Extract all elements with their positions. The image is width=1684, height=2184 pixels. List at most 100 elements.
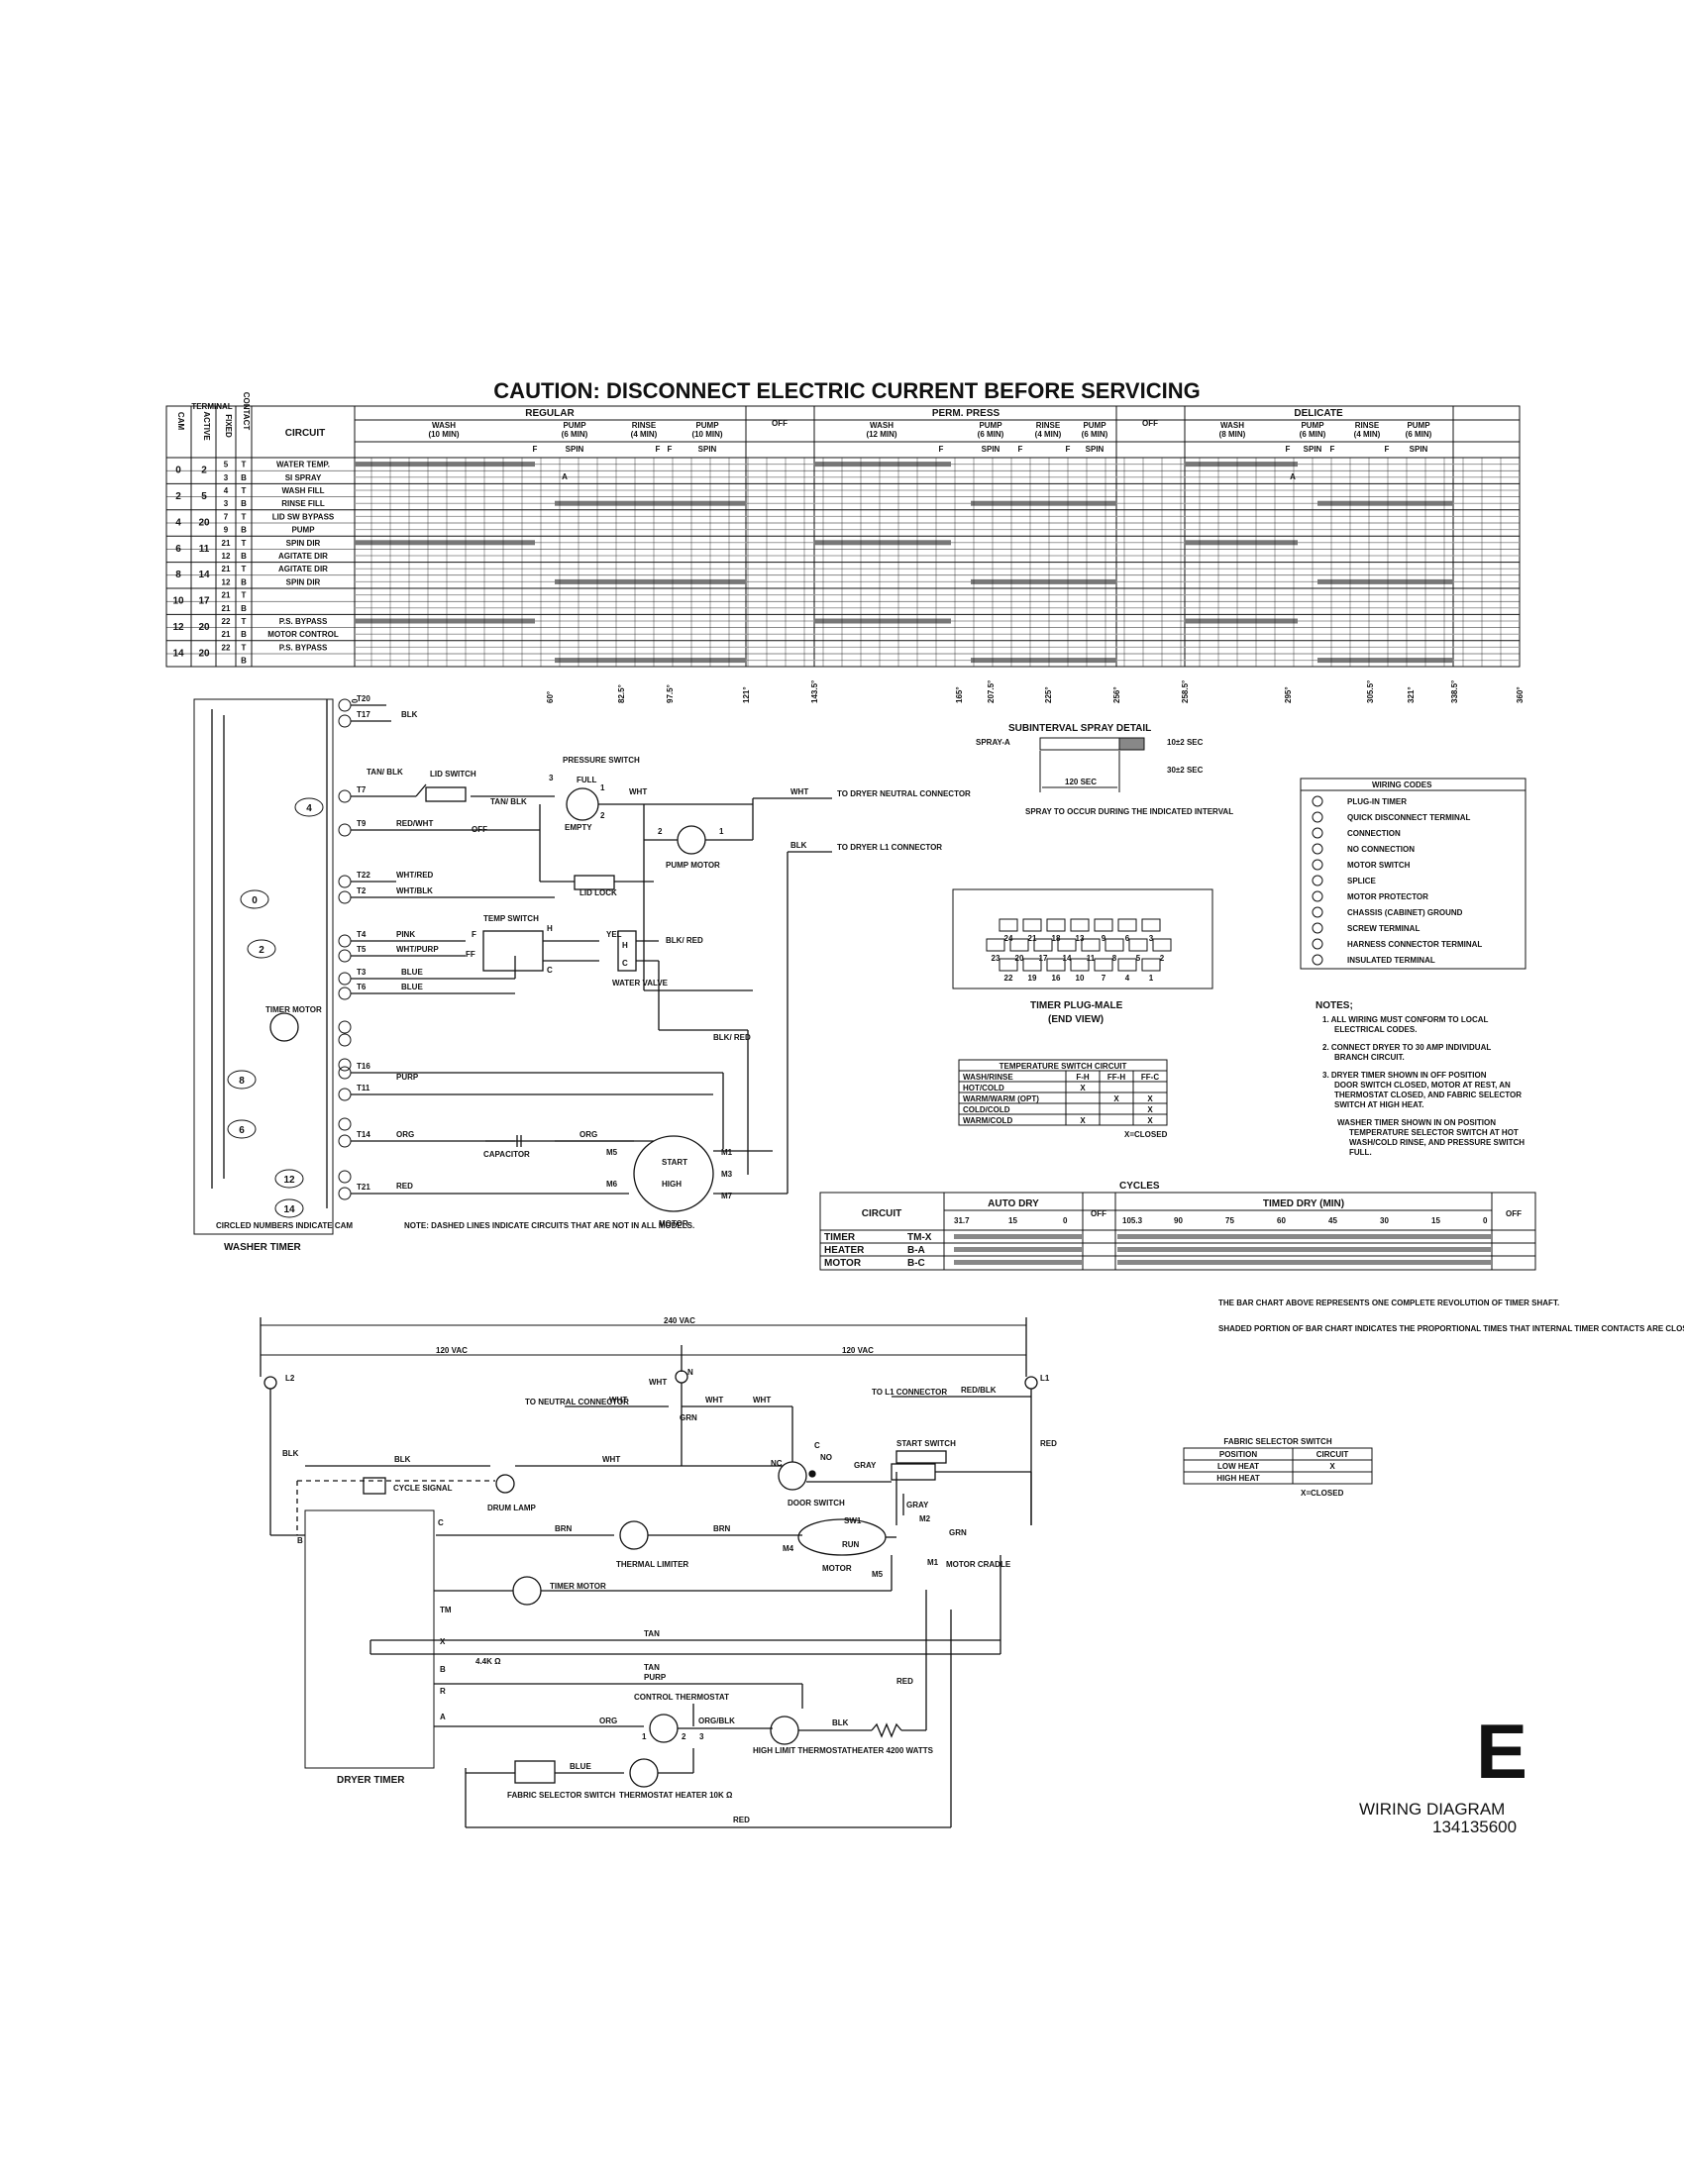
motor-label: MOTOR: [659, 1219, 688, 1228]
degree-label: 225°: [1044, 686, 1053, 703]
code-symbol-icon: [1312, 906, 1323, 918]
door-switch-label: DOOR SWITCH: [788, 1499, 845, 1508]
temp-cell: X: [1080, 1084, 1086, 1092]
terminal-circle: [338, 714, 352, 728]
org-label: ORG: [599, 1716, 617, 1725]
plug-pin: [999, 958, 1018, 972]
wire-tan-blk-2: TAN/ BLK: [490, 797, 527, 806]
code-label: CHASSIS (CABINET) GROUND: [1347, 908, 1463, 917]
f-label: F: [656, 445, 661, 454]
row-contact: T: [242, 565, 247, 573]
plug-pin: [986, 938, 1005, 952]
pin-m1: M1: [721, 1148, 733, 1157]
temp-cell: FF-C: [1141, 1073, 1159, 1082]
f-label: F: [1385, 445, 1390, 454]
terminal-circle: [338, 949, 352, 963]
temp-cell: WARM/COLD: [963, 1116, 1012, 1125]
pin-2: 2: [600, 811, 605, 820]
bar-segment: [355, 618, 535, 624]
fabric-cell: LOW HEAT: [1217, 1462, 1259, 1471]
cycles-off: OFF: [1091, 1209, 1106, 1218]
dryer-labels: 240 VAC 120 VAC 120 VAC L2 N L1 TO NEUTR…: [282, 1316, 1057, 1824]
terminal-circle: [338, 1170, 352, 1184]
plug-pin-label: 14: [1063, 954, 1072, 963]
note-line: FULL.: [1349, 1148, 1372, 1157]
capacitor-label: CAPACITOR: [483, 1150, 530, 1159]
high-label: HIGH: [662, 1180, 682, 1189]
wire-purp: PURP: [396, 1073, 419, 1082]
cam-number: 12: [283, 1175, 295, 1186]
plug-pin: [1105, 938, 1124, 952]
caution-title: CAUTION: DISCONNECT ELECTRIC CURRENT BEF…: [493, 378, 1200, 403]
start-label: START: [662, 1158, 687, 1167]
code-symbol-icon: [1312, 811, 1323, 823]
wht-main: WHT: [602, 1455, 620, 1464]
footer-number: 134135600: [1432, 1818, 1517, 1836]
v240: 240 VAC: [664, 1316, 695, 1325]
group-perm-press: PERM. PRESS: [932, 408, 1000, 419]
row-contact: B: [241, 657, 247, 666]
row-fixed: 5: [224, 461, 229, 469]
tan-1: TAN: [644, 1629, 660, 1638]
plug-pin: [1033, 938, 1053, 952]
cycles-row-name: MOTOR: [824, 1258, 862, 1269]
cam-number: 0: [252, 895, 258, 906]
temp-cell: WASH/RINSE: [963, 1073, 1013, 1082]
cycles-bar: [954, 1234, 1083, 1239]
bar-segment: [971, 578, 1116, 584]
row-contact: T: [242, 486, 247, 495]
f-label: F: [1066, 445, 1071, 454]
terminal-label: T6: [357, 983, 367, 991]
temp-cell: FF-H: [1107, 1073, 1125, 1082]
red-2: RED: [896, 1677, 913, 1686]
group-delicate: DELICATE: [1294, 408, 1343, 419]
pin-1: 1: [600, 783, 605, 792]
cycles-timed-tick: 60: [1277, 1216, 1286, 1225]
temp-cell: COLD/COLD: [963, 1105, 1010, 1114]
row-circuit: LID SW BYPASS: [272, 512, 335, 521]
dashed-note: NOTE: DASHED LINES INDICATE CIRCUITS THA…: [404, 1221, 694, 1230]
bar-segment: [814, 462, 951, 468]
dryer-timer-title: DRYER TIMER: [337, 1775, 405, 1786]
cycles-auto-tick: 31.7: [954, 1216, 970, 1225]
note-line: SWITCH AT HIGH HEAT.: [1334, 1100, 1424, 1109]
row-contact: B: [241, 577, 247, 586]
purp-label: PURP: [644, 1673, 667, 1682]
fabric-cell: X: [1329, 1462, 1335, 1471]
blk-1: BLK: [282, 1449, 299, 1458]
row-circuit: MOTOR CONTROL: [267, 630, 339, 639]
wire-blk-red-2: BLK/ RED: [713, 1033, 751, 1042]
code-symbol-icon: [1312, 922, 1323, 934]
row-contact: B: [241, 552, 247, 561]
terminal-label: T3: [357, 968, 367, 977]
sub-duration: (4 MIN): [631, 430, 658, 439]
plug-pin: [1094, 918, 1113, 932]
m4: M4: [783, 1544, 794, 1553]
plug-pin: [1057, 938, 1077, 952]
bar-segment: [555, 578, 746, 584]
pressure-switch-label: PRESSURE SWITCH: [563, 756, 640, 765]
brn-2: BRN: [713, 1524, 731, 1533]
code-label: PLUG-IN TIMER: [1347, 797, 1407, 806]
bar-segment: [1185, 540, 1298, 546]
degree-label: 82.5°: [617, 684, 626, 703]
code-symbol-icon: [1312, 890, 1323, 902]
cam-circle: [274, 1198, 304, 1218]
dryer-schematic: [260, 1317, 1038, 1828]
pin-m6: M6: [606, 1180, 618, 1189]
plug-pin: [1117, 918, 1137, 932]
brn-1: BRN: [555, 1524, 573, 1533]
cycles-title: CYCLES: [1119, 1181, 1160, 1192]
code-symbol-icon: [1312, 795, 1323, 807]
cycles-timed-tick: 90: [1174, 1216, 1183, 1225]
pin-m3: M3: [721, 1170, 733, 1179]
temp-switch-label: TEMP SWITCH: [483, 914, 539, 923]
cycles-circuit: CIRCUIT: [862, 1208, 902, 1219]
bar-segment: [1317, 658, 1453, 664]
terminal-label: T21: [357, 1183, 370, 1192]
row-fixed: 22: [222, 617, 231, 626]
cycles-row-name: TIMER: [824, 1232, 856, 1243]
note-line: WASHER TIMER SHOWN IN ON POSITION: [1337, 1118, 1496, 1127]
